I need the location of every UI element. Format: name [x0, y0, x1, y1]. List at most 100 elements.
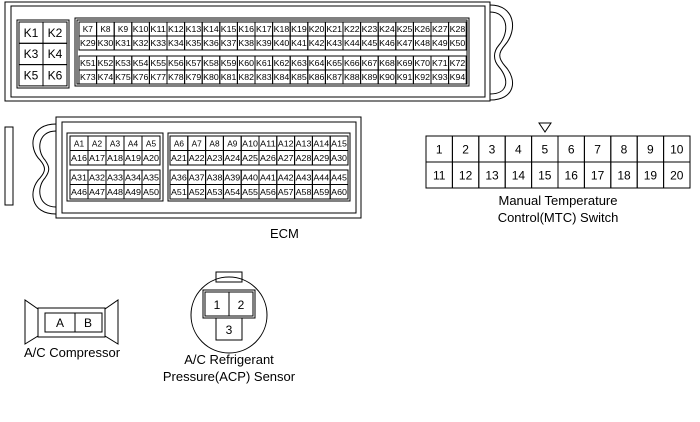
pin-label: 16 [565, 169, 579, 183]
mtc-label-line1: Manual Temperature [499, 193, 618, 208]
ecm-k-left-block [16, 19, 70, 89]
acp-sensor-pin2: 2 [238, 298, 245, 312]
pin-label: K46 [379, 38, 395, 48]
pin-label: K86 [309, 72, 325, 82]
pin-label: A29 [313, 153, 329, 163]
pin-label: K44 [344, 38, 360, 48]
pin-label: K94 [450, 72, 466, 82]
pin-label: K9 [118, 24, 129, 34]
pin-label: A54 [224, 187, 240, 197]
pin-label: K77 [150, 72, 166, 82]
pin-label: A59 [313, 187, 329, 197]
pin-label: A51 [171, 187, 187, 197]
mtc-label-line2: Control(MTC) Switch [498, 210, 619, 225]
pin-label: K23 [362, 24, 378, 34]
pin-label: K37 [221, 38, 237, 48]
pin-label: A57 [278, 187, 294, 197]
ecm-a-outer-body [55, 116, 362, 219]
acp-sensor-label-line1: A/C Refrigerant [184, 352, 274, 367]
acp-sensor-pin3-box [215, 317, 243, 341]
pin-label: A43 [296, 172, 312, 182]
ecm-a-connector [4, 116, 362, 219]
pin-label: K85 [291, 72, 307, 82]
pin-label: K90 [379, 72, 395, 82]
pin-label: K73 [80, 72, 96, 82]
pin-label: K40 [274, 38, 290, 48]
pin-label: A10 [242, 138, 258, 148]
pin-label: 13 [485, 169, 499, 183]
acp-sensor-label-line2: Pressure(ACP) Sensor [163, 369, 296, 384]
pin-label: K22 [344, 24, 360, 34]
pin-label: K1 [24, 26, 39, 40]
pin-label: K48 [414, 38, 430, 48]
pin-label: A2 [92, 138, 103, 148]
pin-label: K42 [309, 38, 325, 48]
pin-label: 19 [644, 169, 658, 183]
pin-label: K79 [186, 72, 202, 82]
ecm-label: ECM [270, 226, 299, 241]
pin-label: K17 [256, 24, 272, 34]
pin-label: K10 [133, 24, 149, 34]
pin-label: A11 [260, 138, 276, 148]
pin-label: K60 [238, 58, 254, 68]
pin-label: K25 [397, 24, 413, 34]
pin-label: K12 [168, 24, 184, 34]
acp-sensor-pin3: 3 [226, 323, 233, 337]
pin-label: K30 [98, 38, 114, 48]
pin-label: A22 [189, 153, 205, 163]
ac-compressor-pin-b: B [84, 316, 92, 330]
pin-label: A38 [207, 172, 223, 182]
pin-label: A14 [313, 138, 329, 148]
pin-label: K32 [133, 38, 149, 48]
pin-label: K4 [48, 47, 63, 61]
pin-label: K88 [344, 72, 360, 82]
ac-compressor-connector [24, 299, 119, 345]
pin-label: K82 [238, 72, 254, 82]
pin-label: 3 [489, 143, 496, 157]
pin-label: A58 [296, 187, 312, 197]
ecm-k-outer-body [4, 1, 491, 102]
pin-label: 9 [647, 143, 654, 157]
pin-label: 18 [617, 169, 631, 183]
pin-label: A9 [227, 138, 238, 148]
pin-label: K62 [274, 58, 290, 68]
pin-label: A16 [71, 153, 87, 163]
pin-label: A55 [242, 187, 258, 197]
pin-label: K92 [414, 72, 430, 82]
pin-label: 8 [621, 143, 628, 157]
pin-label: K26 [414, 24, 430, 34]
pin-label: K76 [133, 72, 149, 82]
pin-label: K49 [432, 38, 448, 48]
pin-label: A60 [331, 187, 347, 197]
ecm-a-latch-inner [39, 130, 57, 208]
pin-label: A34 [125, 172, 141, 182]
pin-label: A20 [143, 153, 159, 163]
pin-label: K63 [291, 58, 307, 68]
pin-label: K38 [238, 38, 254, 48]
ecm-k-latch-inner [489, 11, 507, 95]
pin-label: K89 [362, 72, 378, 82]
pin-label: A15 [331, 138, 347, 148]
pin-label: K87 [326, 72, 342, 82]
pin-label: K65 [326, 58, 342, 68]
pin-label: A1 [74, 138, 85, 148]
pin-label: K81 [221, 72, 237, 82]
pin-label: A47 [89, 187, 105, 197]
ac-compressor-right-end [104, 299, 119, 345]
pin-label: A4 [128, 138, 139, 148]
pin-label: A3 [110, 138, 121, 148]
ecm-a-right-block [167, 132, 351, 202]
pin-label: K91 [397, 72, 413, 82]
pin-label: A32 [89, 172, 105, 182]
pin-label: 4 [515, 143, 522, 157]
pin-label: K68 [379, 58, 395, 68]
pin-label: K72 [450, 58, 466, 68]
pin-label: A52 [189, 187, 205, 197]
pin-label: K39 [256, 38, 272, 48]
acp-sensor-body [190, 276, 268, 354]
pin-label: A40 [242, 172, 258, 182]
ac-compressor-left-end [24, 299, 39, 345]
pin-cell [42, 64, 68, 87]
